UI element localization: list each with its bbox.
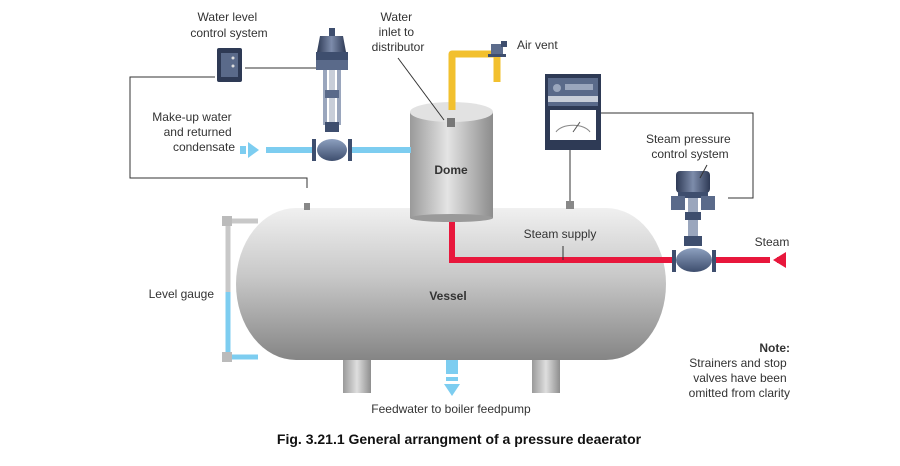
- makeup-water-line: [240, 142, 411, 158]
- dome: [410, 102, 493, 222]
- level-gauge-label: Level gauge: [149, 287, 215, 301]
- level-gauge: [222, 216, 258, 362]
- note-title: Note:: [759, 341, 790, 355]
- dome-label: Dome: [434, 163, 468, 177]
- figure-caption: Fig. 3.21.1 General arrangment of a pres…: [277, 431, 642, 447]
- water-level-control-label: Water level control system: [190, 10, 267, 40]
- vessel-body: [236, 208, 666, 360]
- vessel-label: Vessel: [429, 289, 466, 303]
- steam-pressure-valve-icon: [671, 171, 716, 272]
- level-controller-icon: [217, 48, 242, 82]
- control-lines: [129, 67, 754, 205]
- steam-pressure-controller-icon: [545, 74, 601, 150]
- air-vent-label: Air vent: [517, 38, 558, 52]
- pressure-control-signal-line: [600, 112, 754, 199]
- steam-supply-label: Steam supply: [524, 227, 597, 241]
- feedwater-label: Feedwater to boiler feedpump: [371, 402, 531, 416]
- callout-lines: [397, 57, 708, 179]
- steam-supply-line: [449, 222, 786, 268]
- makeup-water-label: Make-up water and returned condensate: [152, 110, 235, 154]
- feedwater-outlet: [444, 360, 460, 396]
- level-control-signal-line: [129, 76, 308, 188]
- water-inlet-label: Water inlet to distributor: [372, 10, 425, 54]
- air-vent-line: [448, 50, 501, 110]
- level-control-valve-icon: [312, 28, 352, 161]
- steam-pressure-control-label: Steam pressure control system: [646, 132, 734, 161]
- steam-label: Steam: [755, 235, 790, 249]
- air-vent-valve-icon: [488, 41, 507, 57]
- note-text: Strainers and stop valves have been omit…: [689, 356, 790, 400]
